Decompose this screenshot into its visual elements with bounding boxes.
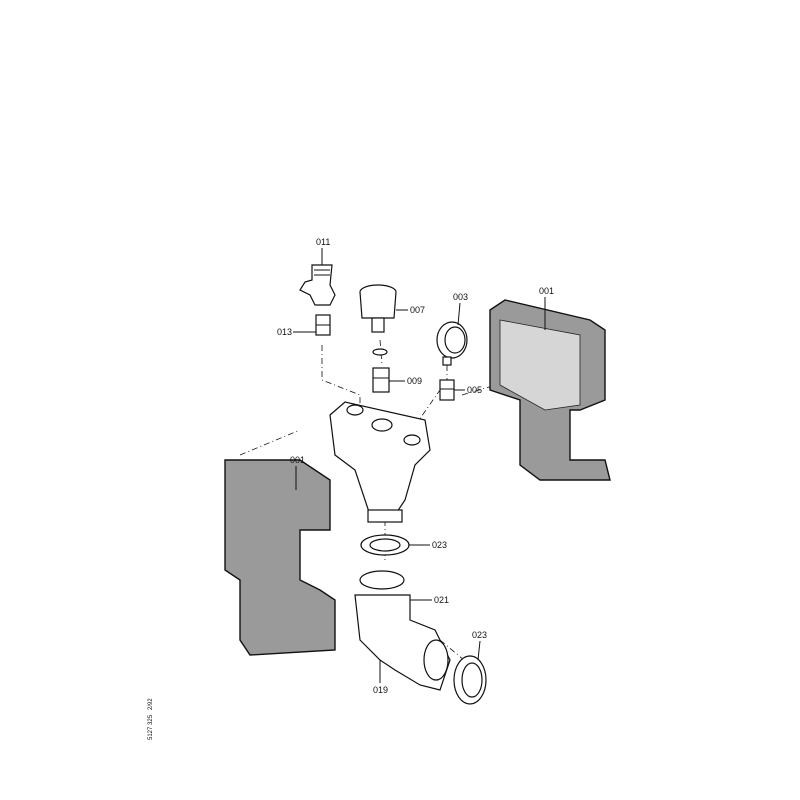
part-003-pressure-gauge	[436, 321, 468, 366]
assembly-line	[321, 345, 361, 410]
manifold-body	[329, 401, 431, 523]
label-001-right: 001	[539, 286, 554, 296]
label-021: 021	[434, 595, 449, 605]
part-001-left-insulation	[224, 459, 336, 656]
part-007-air-vent	[359, 284, 397, 356]
label-019: 019	[373, 685, 388, 695]
part-001-right-insulation	[489, 299, 611, 481]
label-007: 007	[410, 305, 425, 315]
part-009-fitting	[372, 367, 390, 393]
document-reference: 5127 325 2/92	[148, 698, 154, 740]
gasket-hole	[461, 662, 483, 698]
label-013: 013	[277, 327, 292, 337]
part-011-safety-valve	[299, 264, 336, 306]
leader-lines	[293, 248, 546, 683]
assembly-line	[379, 339, 383, 366]
label-011: 011	[316, 237, 330, 247]
label-023-upper: 023	[432, 540, 447, 550]
label-009: 009	[407, 376, 422, 386]
part-013-nipple	[315, 314, 331, 336]
label-001-left: 001	[290, 455, 305, 465]
label-003: 003	[453, 292, 468, 302]
part-005-fitting	[439, 379, 455, 401]
gasket-hole	[369, 538, 401, 552]
label-023-lower: 023	[472, 630, 487, 640]
part-019-elbow	[354, 570, 451, 691]
label-005: 005	[467, 385, 482, 395]
assembly-line	[239, 429, 301, 456]
